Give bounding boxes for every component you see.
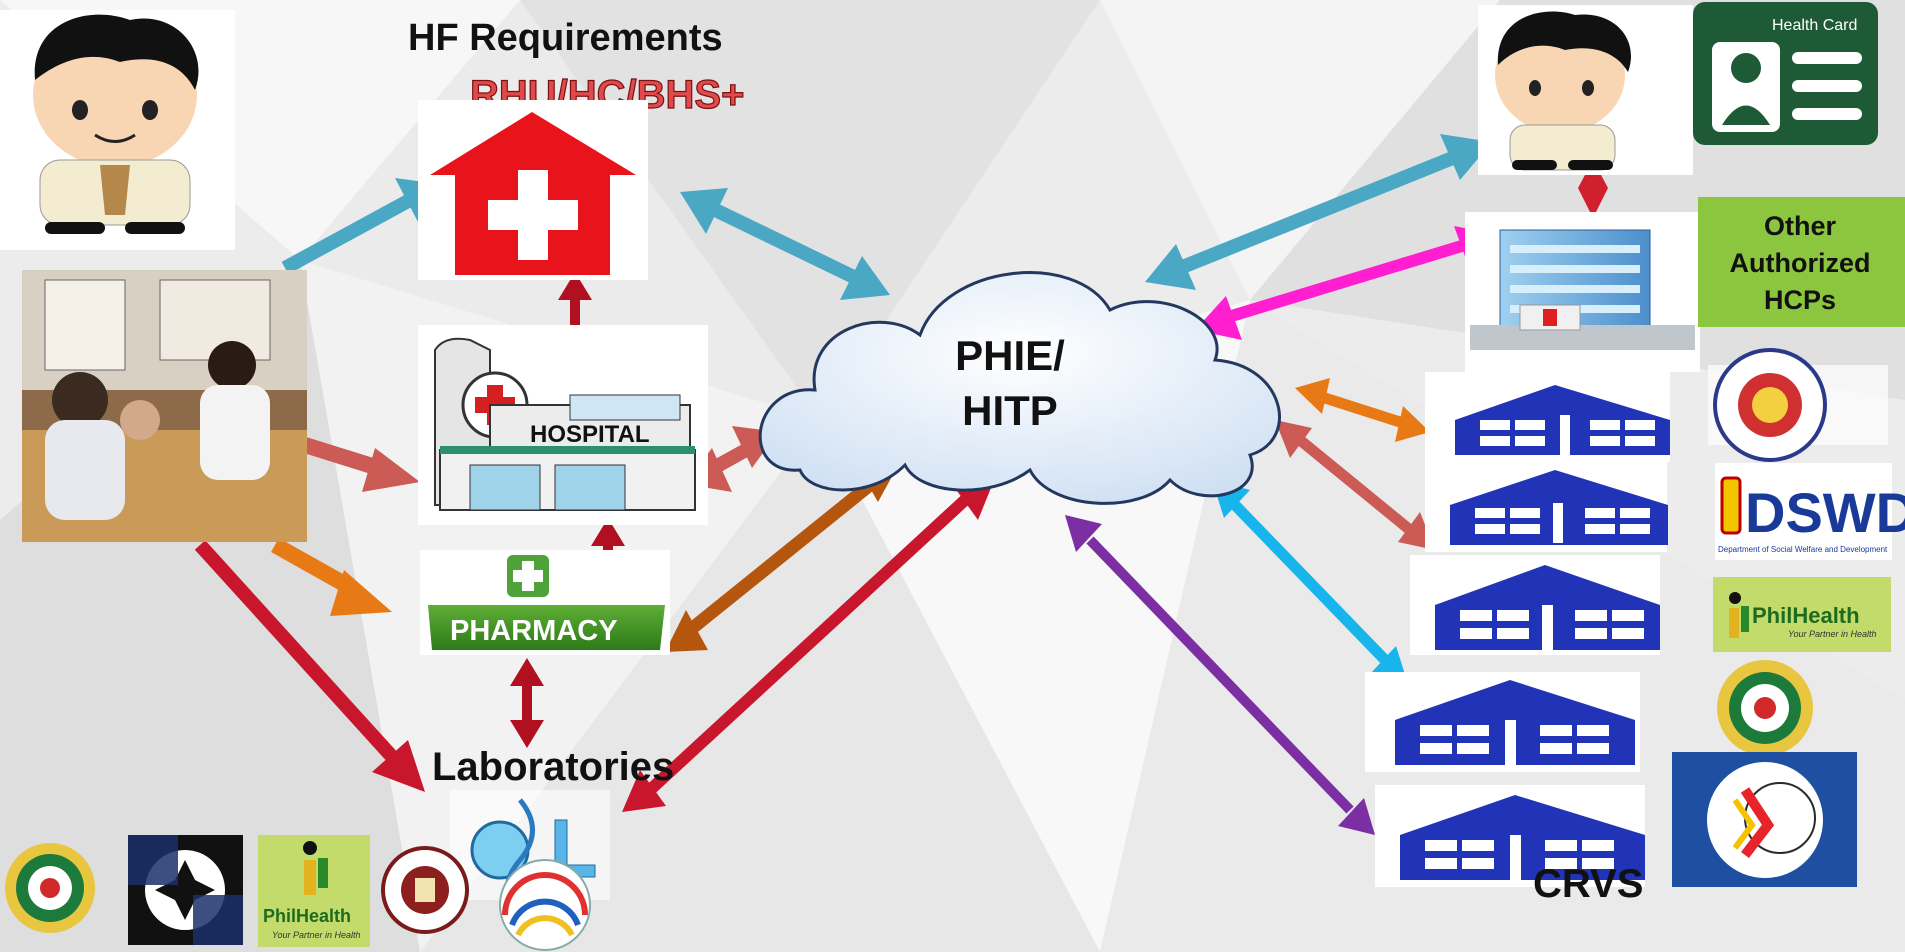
phie-cloud [758, 271, 1281, 505]
up-manila-seal [381, 846, 469, 934]
agency-building-1 [1425, 372, 1670, 462]
patient-avatar-right [1478, 5, 1693, 175]
arrow-cloud-crvs [1065, 515, 1375, 835]
arrow-rhu-cloud [680, 188, 890, 300]
clinic-photo [22, 270, 307, 542]
other-hcps-line1: Other [1764, 211, 1837, 241]
other-hcps-line2: Authorized [1730, 248, 1871, 278]
agency-building-3 [1410, 555, 1660, 655]
rhu-health-center-icon [418, 100, 648, 280]
laboratories-label: Laboratories [432, 745, 674, 789]
hospital-icon: HOSPITAL [418, 325, 708, 525]
doh-seal-bottom-left [5, 843, 95, 933]
health-card-label: Health Card [1772, 17, 1857, 34]
cloud-label-line2: HITP [962, 387, 1058, 434]
dost-seal [499, 859, 591, 951]
pharmacy-sign: PHARMACY [450, 615, 618, 647]
dswd-logo: DSWD Department of Social Welfare and De… [1715, 463, 1905, 560]
crvs-agency-building [1375, 785, 1645, 887]
other-hcps-line3: HCPs [1764, 285, 1836, 315]
philhealth-bottom-tagline: Your Partner in Health [272, 930, 361, 940]
patient-avatar-left [0, 10, 235, 250]
dswd-subtext: Department of Social Welfare and Develop… [1718, 545, 1888, 554]
arrow-patient-to-labs [194, 540, 425, 792]
arrow-patient-to-pharmacy [271, 538, 392, 616]
arrow-cloud-agency-1 [1295, 378, 1430, 442]
philhealth-right-tagline: Your Partner in Health [1788, 629, 1877, 639]
cloud-label-line1: PHIE/ [955, 332, 1065, 379]
agency-building-2 [1425, 462, 1668, 552]
arrow-patient-to-hospital [302, 437, 420, 492]
health-card-icon: Health Card [1693, 2, 1878, 145]
psa-seal [1672, 752, 1857, 887]
napc-seal [1708, 348, 1888, 462]
other-authorized-hcps-box: Other Authorized HCPs [1698, 197, 1905, 327]
pharmacy-icon: PHARMACY [420, 550, 670, 655]
philhealth-right-text: PhilHealth [1752, 603, 1860, 628]
dswd-text: DSWD [1745, 481, 1905, 544]
doh-seal-right [1717, 660, 1813, 756]
philhealth-logo-right: PhilHealth Your Partner in Health [1713, 577, 1891, 652]
hf-requirements-title: HF Requirements [408, 17, 723, 59]
philhealth-logo-bottom: PhilHealth Your Partner in Health [258, 835, 370, 947]
phic-star-logo [128, 835, 243, 945]
crvs-label: CRVS [1533, 862, 1643, 906]
philhealth-bottom-text: PhilHealth [263, 906, 351, 926]
arrow-pharmacy-labs [510, 658, 544, 748]
agency-building-4 [1365, 672, 1640, 772]
other-hcp-building-icon [1465, 212, 1700, 372]
hospital-sign: HOSPITAL [530, 421, 650, 448]
